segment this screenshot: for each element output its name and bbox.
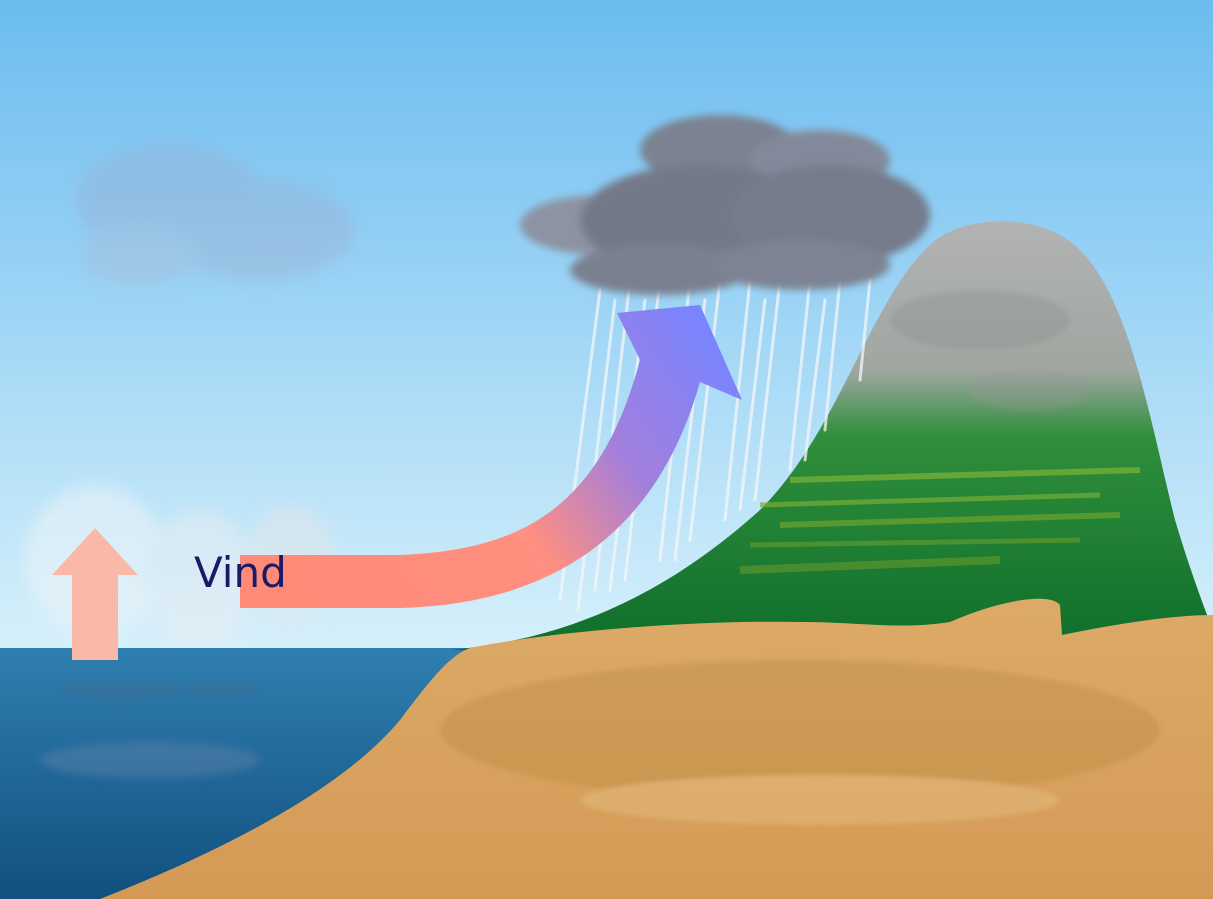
rain-cloud <box>520 115 930 295</box>
evaporation-arrow <box>52 528 138 660</box>
mountain-rock-texture <box>890 290 1090 410</box>
faint-cloud <box>75 145 355 285</box>
wind-label: Vind <box>194 548 287 597</box>
mountain-grass-texture <box>739 467 1141 574</box>
land-texture <box>440 660 1160 825</box>
wind-arrow <box>240 305 742 608</box>
sea-texture <box>40 680 260 778</box>
